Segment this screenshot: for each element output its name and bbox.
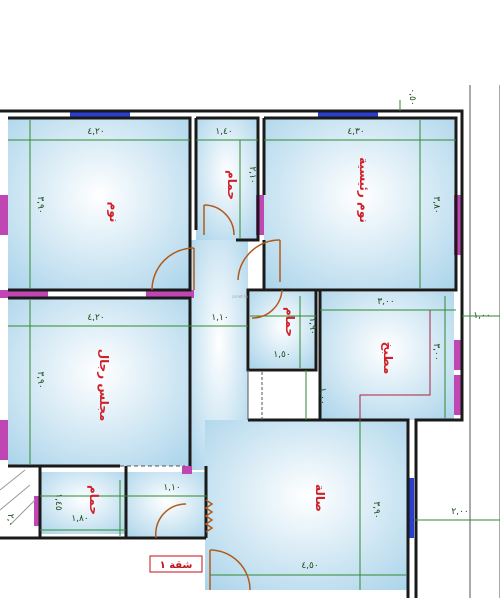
dim-mens-w: ٤,٢٠ xyxy=(87,313,104,323)
dim-right-setback-top: ١,٠٠ xyxy=(473,311,490,321)
label-bath-mid: حمام xyxy=(282,307,297,337)
dim-bath-top-w: ١,٤٠ xyxy=(215,127,232,137)
dim-hall-w: ٤,٥٠ xyxy=(301,561,318,571)
doors xyxy=(151,204,283,591)
dim-kitchen-h: ٣,٠٠ xyxy=(431,343,441,360)
dimension-labels: ٠,٥٠ ٤,٢٠ ٣,٩٠ ١,٤٠ ٢,١٠ ٤,٣٠ ٣,٨٠ ٤,٢٠ … xyxy=(5,88,491,571)
label-mens-sitting: مجلس رجال xyxy=(97,349,111,422)
dim-bath-mid-h: ١,٩٠ xyxy=(307,317,317,334)
entry-fill xyxy=(126,472,206,538)
bath-mid-fill xyxy=(250,292,316,368)
dim-hall-h: ٣,٩٠ xyxy=(371,501,381,518)
door-bath-top xyxy=(203,204,235,236)
dim-bedroom-tl-w: ٤,٢٠ xyxy=(87,127,104,137)
window-marks xyxy=(0,195,462,526)
dim-bath-mid-w: ١,٥٠ xyxy=(273,350,290,360)
dim-bath-bottom-h: ١,٤٥ xyxy=(53,493,63,511)
dim-master-h: ٣,٨٠ xyxy=(431,196,441,213)
stair-hatch xyxy=(0,469,36,526)
door-master xyxy=(237,239,281,281)
kitchen-fill xyxy=(320,292,454,420)
dim-corridor-w: ١,١٠ xyxy=(211,313,228,323)
unit-label: شقة ١ xyxy=(149,555,203,573)
door-folding xyxy=(204,499,214,533)
dim-bath-top-h: ٢,١٠ xyxy=(247,166,257,183)
dim-left-edge: ٢,٠ xyxy=(5,514,15,527)
bath-bottom-fill xyxy=(40,472,126,534)
bath-top-fill xyxy=(196,118,258,240)
dim-bath-bottom-w: ١,٨٠ xyxy=(71,514,88,524)
dimension-lines xyxy=(8,100,500,590)
label-bedroom-tl: نوم xyxy=(106,202,121,223)
bedroom-tl-fill xyxy=(8,118,190,290)
dim-master-w: ٤,٣٠ xyxy=(347,127,364,137)
blue-windows xyxy=(70,111,414,538)
dim-bath-bottom-top: ١,١٠ xyxy=(163,483,180,493)
label-bath-top: حمام xyxy=(224,170,239,200)
door-bedroom-tl xyxy=(151,247,195,291)
door-bath-bottom xyxy=(154,503,187,539)
walls xyxy=(0,109,464,598)
door-bath-mid xyxy=(251,289,283,319)
label-kitchen: مطبخ xyxy=(381,342,395,375)
dim-top-gap: ٠,٥٠ xyxy=(407,88,417,105)
master-fill xyxy=(264,118,456,290)
door-entry xyxy=(209,549,251,591)
mens-sitting-fill xyxy=(8,296,190,466)
dim-small-vertical: ١,٠٠ xyxy=(317,387,327,404)
label-hall: صالة xyxy=(313,484,327,512)
room-labels: نوم حمام نوم رئيسية مجلس رجال حمام مطبخ … xyxy=(86,157,395,515)
unit-label-text: شقة ١ xyxy=(160,560,193,571)
label-master-bedroom: نوم رئيسية xyxy=(356,157,371,223)
dim-mens-h: ٣,٩٠ xyxy=(35,371,45,388)
label-bath-bottom: حمام xyxy=(86,485,101,515)
dim-bedroom-tl-h: ٣,٩٠ xyxy=(35,196,45,213)
dim-kitchen-w: ٣,٠٠ xyxy=(377,297,394,307)
watermark: arnet.fo xyxy=(232,294,248,299)
dim-right-setback-bottom: ٢,٠٠ xyxy=(451,507,468,517)
